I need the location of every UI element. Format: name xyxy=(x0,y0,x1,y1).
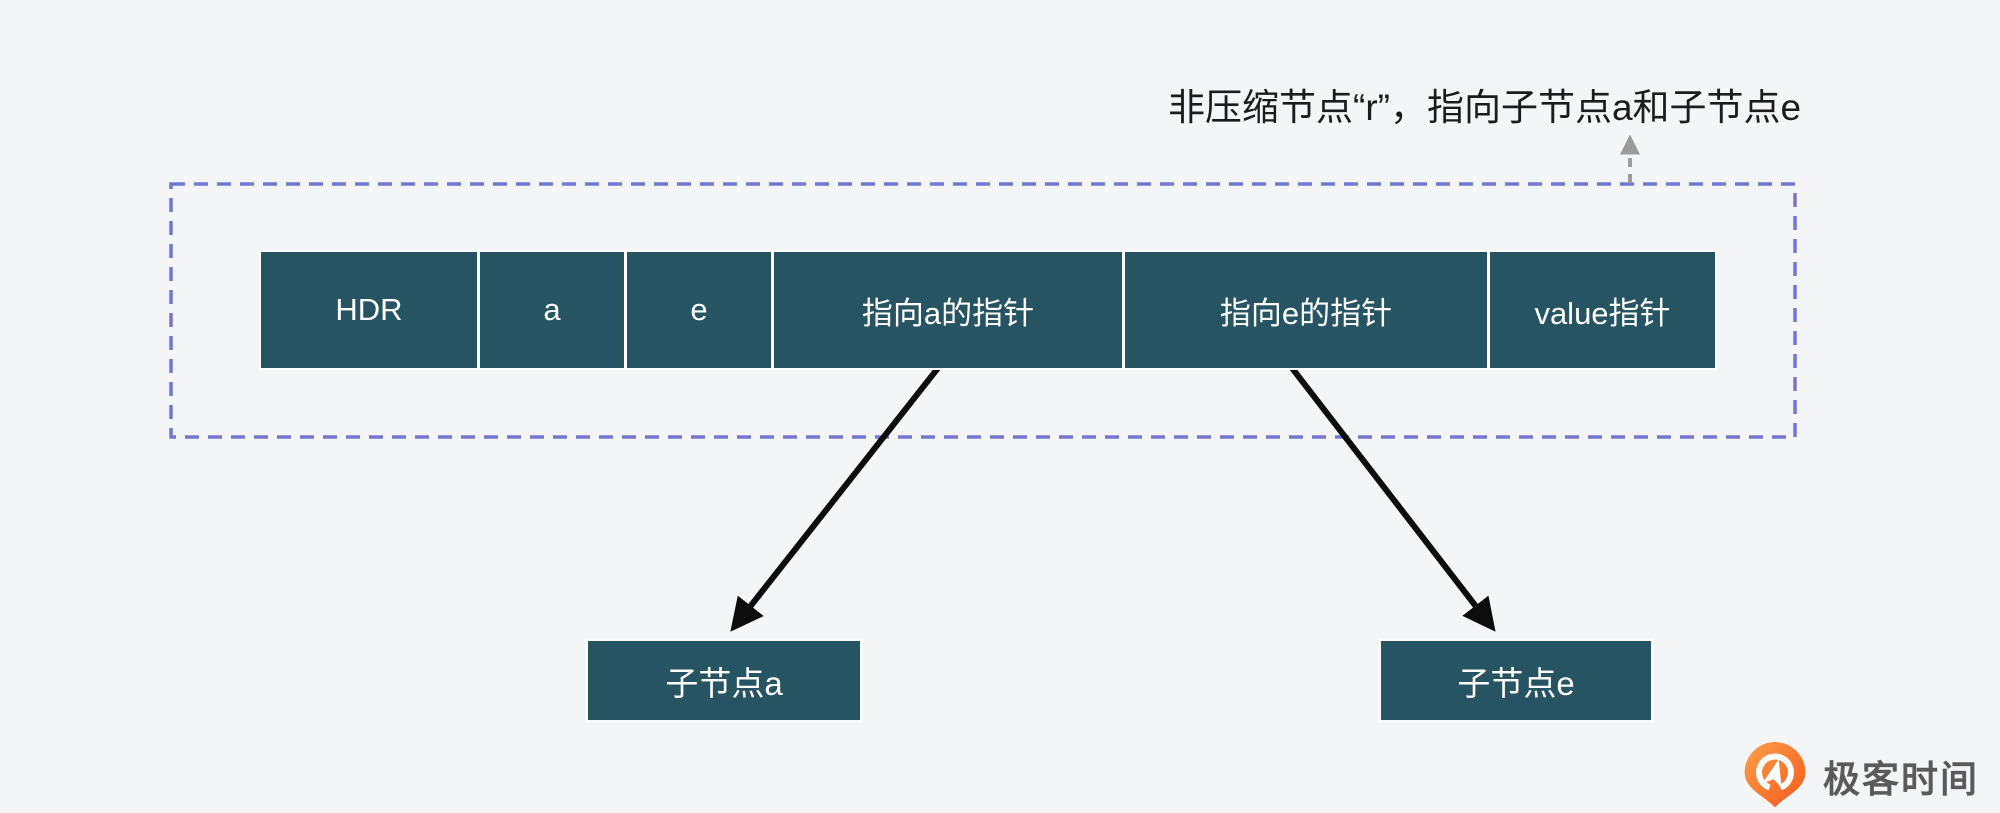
cell-char-a: a xyxy=(480,252,624,368)
arrow-to-child-a xyxy=(730,366,941,632)
geektime-logo: 极客时间 xyxy=(1737,742,1979,809)
geektime-logo-pin-icon xyxy=(1744,742,1806,808)
cell-hdr: HDR xyxy=(261,252,477,368)
cell-pointer-a: 指向a的指针 xyxy=(774,252,1122,368)
cell-pointer-e: 指向e的指针 xyxy=(1125,252,1487,368)
annotation-label: 非压缩节点“r”，指向子节点a和子节点e xyxy=(1168,87,1802,128)
geektime-logo-text: 极客时间 xyxy=(1823,758,1979,800)
child-node-a-box: 子节点a xyxy=(585,638,863,723)
cell-value-pointer: value指针 xyxy=(1490,252,1715,368)
radix-node-row: HDR a e 指向a的指针 指向e的指针 value指针 xyxy=(259,250,1717,370)
arrow-to-child-e xyxy=(1289,366,1496,632)
cell-char-e: e xyxy=(627,252,771,368)
child-node-e-box: 子节点e xyxy=(1378,638,1654,723)
